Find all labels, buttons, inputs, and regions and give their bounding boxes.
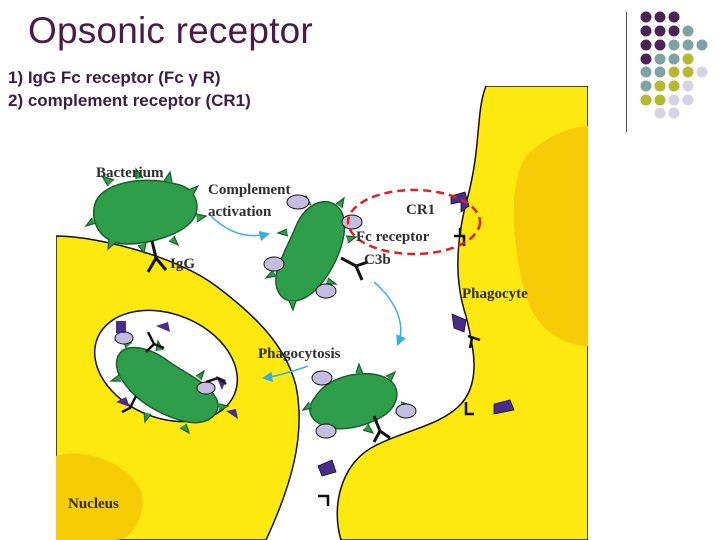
receptor-highlight-ellipse — [346, 188, 482, 256]
bacterium-engulfing — [301, 362, 417, 443]
label-igg: IgG — [170, 256, 195, 272]
bullet-list: 1) IgG Fc receptor (Fc γ R) 2) complemen… — [8, 66, 251, 112]
decorative-divider — [626, 12, 627, 132]
label-bacterium: Bacterium — [96, 165, 164, 181]
label-c3b: C3b — [364, 252, 391, 268]
label-phagocyte: Phagocyte — [462, 286, 528, 302]
bullet-fc-receptor: 1) IgG Fc receptor (Fc γ R) — [8, 68, 221, 87]
bacterium-opsonized — [263, 194, 369, 312]
bullet-complement-receptor: 2) complement receptor (CR1) — [8, 91, 251, 110]
phagocytosis-arrow — [261, 365, 309, 383]
left-cell-nucleus — [56, 453, 143, 540]
label-nucleus: Nucleus — [68, 496, 119, 512]
bacterium-free — [84, 167, 208, 273]
label-phagocytosis: Phagocytosis — [258, 346, 341, 362]
label-fc-receptor: Fc receptor — [356, 229, 430, 245]
label-activation: activation — [208, 204, 272, 220]
complement-activation-arrow — [210, 215, 271, 242]
slide-title: Opsonic receptor — [28, 10, 313, 51]
engulf-arrow — [373, 281, 406, 346]
phagocyte-cell — [336, 86, 588, 540]
label-cr1: CR1 — [406, 202, 435, 218]
phagocyte-nucleus — [513, 126, 588, 346]
opsonization-diagram: Bacterium Complement activation IgG CR1 … — [56, 86, 588, 540]
label-complement: Complement — [208, 182, 291, 198]
bacterium-ingested — [109, 321, 238, 435]
